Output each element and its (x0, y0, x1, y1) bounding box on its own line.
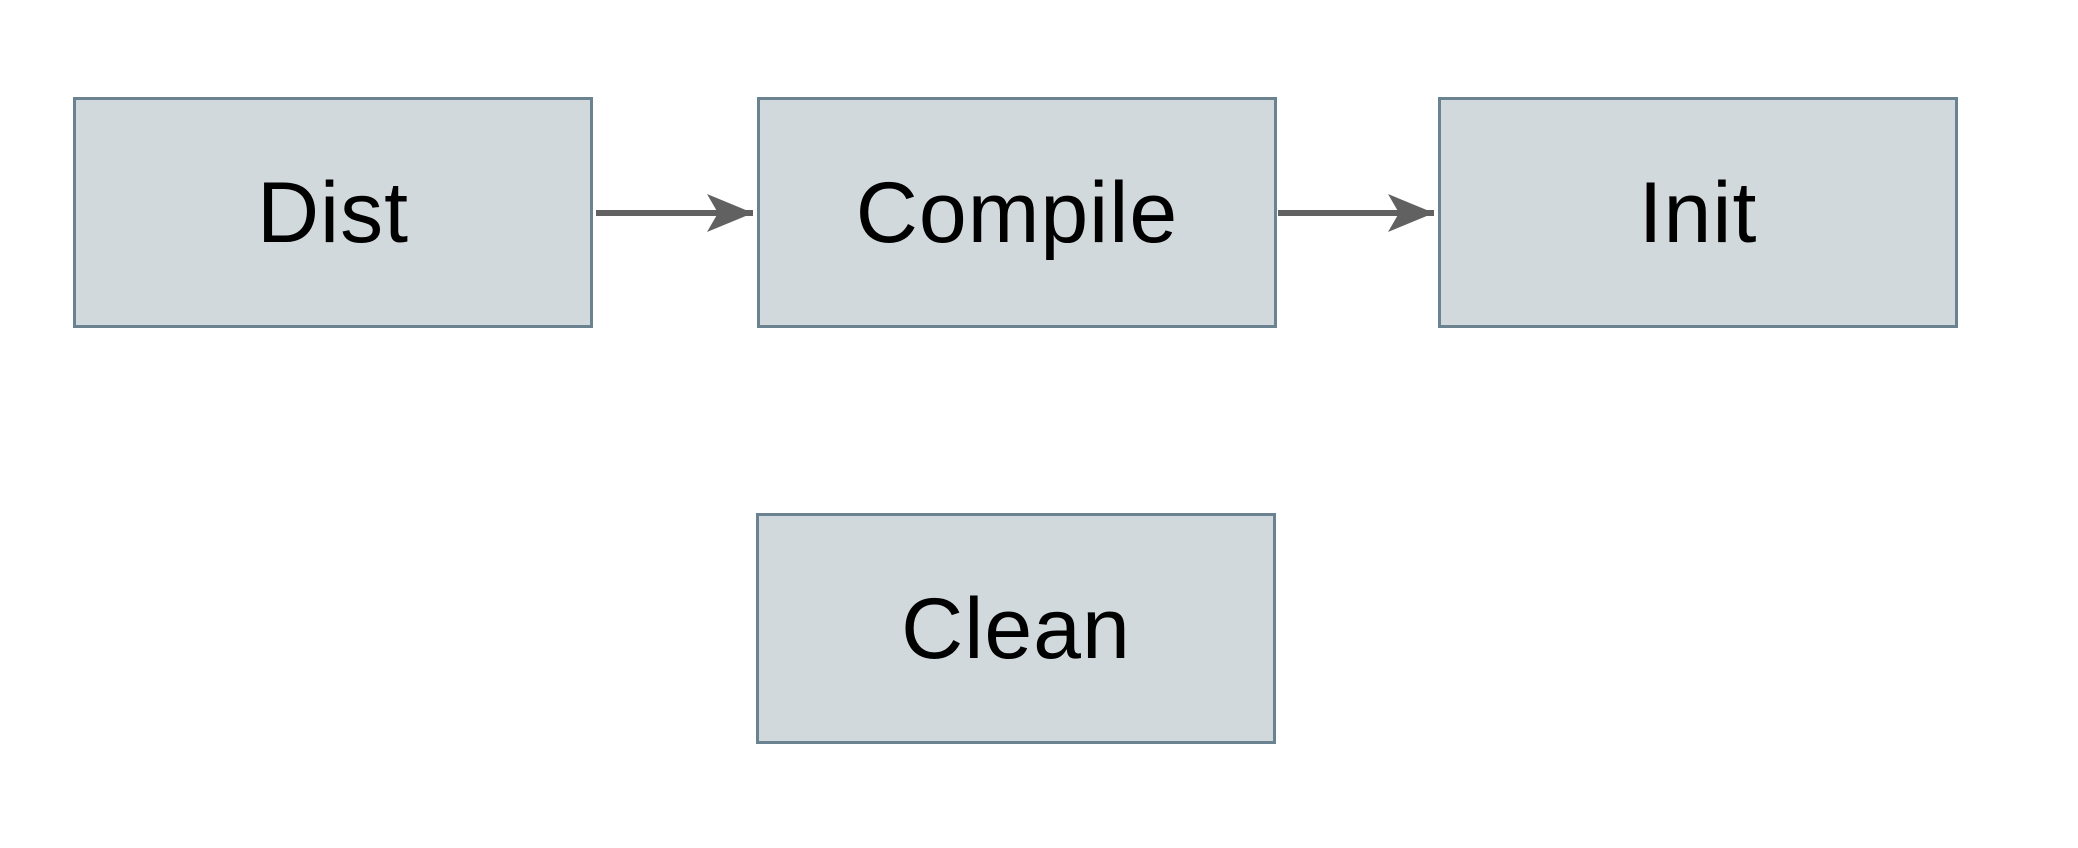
node-clean[interactable]: Clean (756, 513, 1276, 744)
node-clean-label: Clean (901, 580, 1131, 677)
node-init[interactable]: Init (1438, 97, 1958, 328)
node-compile-label: Compile (855, 164, 1179, 261)
node-compile[interactable]: Compile (757, 97, 1277, 328)
node-init-label: Init (1638, 164, 1758, 261)
node-dist-label: Dist (256, 164, 410, 261)
node-dist[interactable]: Dist (73, 97, 593, 328)
